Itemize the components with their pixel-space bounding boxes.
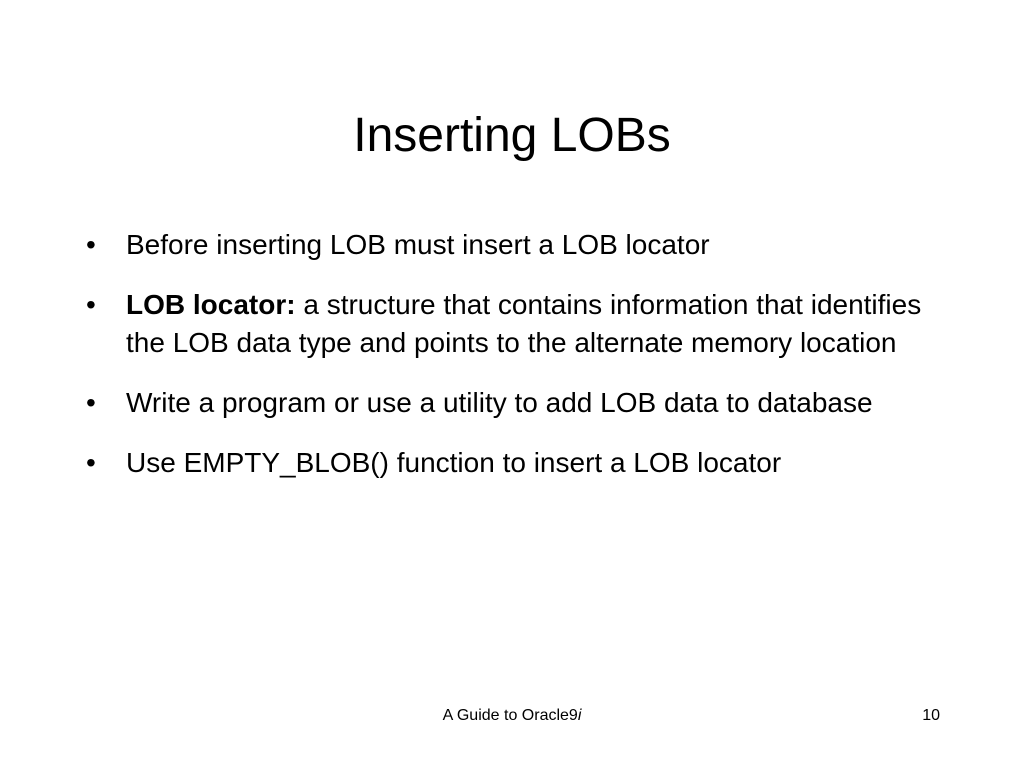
footer-title-italic: i bbox=[577, 707, 582, 724]
bullet-text: Before inserting LOB must insert a LOB l… bbox=[126, 229, 710, 260]
footer-title-main: A Guide to Oracle9 bbox=[442, 707, 578, 724]
bullet-dot-icon: • bbox=[86, 229, 96, 260]
bullet-dot-icon: • bbox=[86, 387, 96, 418]
bullet-term: LOB locator: bbox=[126, 289, 296, 320]
bullet-list: • Before inserting LOB must insert a LOB… bbox=[86, 226, 946, 504]
page-number: 10 bbox=[922, 707, 940, 724]
bullet-dot-icon: • bbox=[86, 289, 96, 320]
bullet-item: • Use EMPTY_BLOB() function to insert a … bbox=[86, 444, 946, 482]
bullet-item: • Write a program or use a utility to ad… bbox=[86, 384, 946, 422]
bullet-item: • LOB locator: a structure that contains… bbox=[86, 286, 946, 362]
bullet-item: • Before inserting LOB must insert a LOB… bbox=[86, 226, 946, 264]
bullet-text: Use EMPTY_BLOB() function to insert a LO… bbox=[126, 447, 782, 478]
bullet-text: Write a program or use a utility to add … bbox=[126, 387, 873, 418]
slide-title: Inserting LOBs bbox=[353, 109, 671, 162]
bullet-dot-icon: • bbox=[86, 447, 96, 478]
bullet-text: a structure that contains information th… bbox=[126, 289, 922, 358]
footer-title: A Guide to Oracle9i bbox=[412, 706, 612, 726]
